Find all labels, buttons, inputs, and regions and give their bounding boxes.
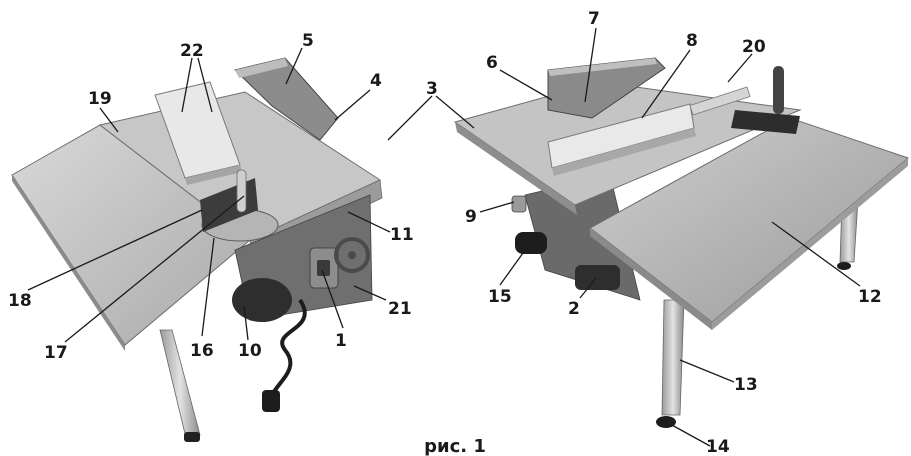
- callout-10: 10: [238, 341, 262, 361]
- leader-12: [771, 221, 861, 287]
- left-rip-fence-side: [185, 165, 242, 185]
- callout-20: 20: [742, 37, 766, 57]
- right-saw-illustration: [453, 57, 910, 428]
- left-extension-edge: [12, 175, 125, 351]
- leader-21: [353, 285, 387, 301]
- leader-10: [243, 305, 249, 341]
- leader-18: [27, 209, 203, 291]
- right-exhaust-port: [515, 232, 547, 254]
- callout-17: 17: [44, 343, 68, 363]
- leader-9: [479, 201, 515, 213]
- leader-19: [99, 107, 119, 133]
- callout-11: 11: [390, 225, 414, 245]
- callout-5: 5: [302, 31, 314, 51]
- left-miter-handle: [236, 169, 247, 213]
- callout-labels: 1 2 3 4 5 6 7 8 9 10 11 12 13 14 15 16 1…: [8, 9, 882, 456]
- leader-22b: [197, 57, 213, 113]
- right-extension-edge-2: [712, 158, 908, 330]
- left-leg-foot: [184, 432, 200, 442]
- leader-20: [727, 53, 753, 83]
- power-plug: [262, 390, 280, 412]
- leader-15: [499, 245, 529, 286]
- figure-caption: рис. 1: [424, 436, 486, 456]
- callout-6: 6: [486, 53, 498, 73]
- leader-17: [64, 195, 245, 343]
- right-miter-fence: [731, 110, 800, 134]
- leader-13: [679, 359, 735, 383]
- callout-12: 12: [858, 287, 882, 307]
- leader-8: [641, 49, 691, 119]
- right-leg-front: [661, 299, 685, 416]
- callout-4: 4: [370, 71, 382, 91]
- right-motor: [575, 265, 620, 290]
- callout-13: 13: [734, 375, 758, 395]
- leader-lines: [27, 27, 861, 447]
- leader-22a: [181, 57, 193, 113]
- left-saw-illustration: [11, 57, 383, 442]
- right-extension-edge: [590, 228, 712, 330]
- left-handwheel-hub: [348, 251, 356, 259]
- left-motor: [232, 278, 292, 322]
- callout-16: 16: [190, 341, 214, 361]
- leader-2: [579, 277, 597, 299]
- right-fence-rail: [689, 86, 751, 116]
- callout-18: 18: [8, 291, 32, 311]
- callout-7: 7: [588, 9, 600, 29]
- callout-22: 22: [180, 41, 204, 61]
- callout-2: 2: [568, 299, 580, 319]
- leader-4: [334, 89, 371, 121]
- leader-5: [285, 47, 303, 85]
- callout-19: 19: [88, 89, 112, 109]
- callout-21: 21: [388, 299, 412, 319]
- left-blade-guard: [234, 57, 339, 141]
- callout-8: 8: [686, 31, 698, 51]
- leader-6: [499, 69, 553, 101]
- callout-14: 14: [706, 437, 730, 456]
- callout-15: 15: [488, 287, 512, 307]
- leader-14: [669, 423, 711, 447]
- callout-3: 3: [426, 79, 438, 99]
- right-miter-handle: [773, 66, 784, 114]
- right-rip-fence-side: [552, 128, 696, 176]
- right-blade-guard-top: [548, 58, 657, 76]
- callout-9: 9: [465, 207, 477, 227]
- power-cord: [270, 298, 307, 397]
- left-switch-button: [317, 260, 330, 276]
- leader-3a: [387, 95, 433, 141]
- leader-11: [347, 211, 391, 233]
- leader-3b: [435, 95, 475, 129]
- right-fence-lock: [511, 195, 527, 213]
- right-main-table-edge: [455, 122, 577, 215]
- right-rear-foot: [837, 262, 851, 270]
- left-handwheel: [334, 237, 370, 273]
- left-blade-guard-top: [235, 58, 288, 78]
- leader-7: [584, 27, 597, 103]
- leader-16: [201, 237, 215, 337]
- callout-1: 1: [335, 331, 347, 351]
- leader-1: [321, 269, 344, 329]
